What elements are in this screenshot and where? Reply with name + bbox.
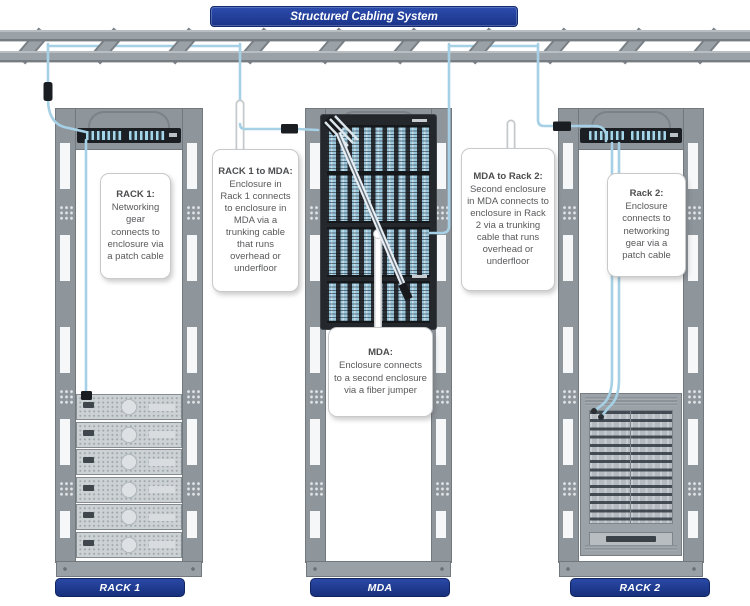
server-led [83, 429, 94, 436]
mda-base [306, 561, 451, 577]
callout-heading: RACK 1 to MDA: [218, 165, 293, 177]
callout-rack1-to-mda: RACK 1 to MDA: Enclosure in Rack 1 conne… [212, 149, 299, 292]
vent-dots [58, 480, 73, 496]
callout-heading: MDA to Rack 2: [473, 170, 543, 182]
vent-dots [58, 388, 73, 404]
rack1-right-post [182, 108, 203, 563]
callout-body: Second enclosure in MDA connects to encl… [467, 183, 549, 268]
server-led [83, 539, 94, 546]
rack1-base [56, 561, 202, 577]
callout-heading: MDA: [368, 347, 393, 359]
fiber-port-group [129, 131, 165, 140]
server-unit [76, 421, 182, 448]
enclosure-label-chip [412, 275, 427, 278]
rack1-left-post [55, 108, 76, 563]
callout-rack2: Rack 2: Enclosure connects to networking… [607, 173, 686, 277]
fiber-module-row [327, 173, 430, 223]
callout-body: Networking gear connects to enclosure vi… [107, 202, 164, 262]
server-led [83, 484, 94, 491]
callout-heading: Rack 2: [629, 188, 664, 200]
vent-dots [308, 480, 323, 496]
fiber-port-group [86, 131, 122, 140]
fiber-port-group [631, 131, 666, 140]
diagram-title: Structured Cabling System [210, 6, 518, 27]
mda-nameplate: MDA [310, 578, 450, 597]
fiber-module-row [327, 125, 430, 173]
enclosure-label-chip [412, 119, 427, 122]
fiber-port-group [589, 131, 624, 140]
rack2-fiber-enclosure-panel [580, 128, 682, 143]
mda-fiber-enclosure [320, 114, 437, 330]
rack2-base [559, 561, 703, 577]
chassis-ridges [585, 545, 677, 551]
vent-dots [561, 388, 576, 404]
callout-mda-to-rack2: MDA to Rack 2: Second enclosure in MDA c… [461, 148, 555, 291]
vent-dots [434, 480, 449, 496]
vent-dots [686, 204, 701, 220]
chassis-bottom-unit [589, 532, 673, 546]
rack1-networking-gear-stack [76, 394, 182, 559]
rack2-nameplate: RACK 2 [570, 578, 710, 597]
fiber-module-row [327, 227, 430, 277]
rack2-left-post [558, 108, 579, 563]
callout-body: Enclosure in Rack 1 connects to enclosur… [220, 178, 291, 275]
vent-dots [308, 204, 323, 220]
vent-dots [434, 388, 449, 404]
vent-dots [686, 388, 701, 404]
server-led [83, 512, 94, 518]
rack-1-frame [55, 108, 203, 577]
callout-heading: RACK 1: [116, 189, 155, 201]
callout-mda: MDA: Enclosure connects to a second encl… [328, 327, 433, 417]
vent-dots [561, 204, 576, 220]
rack2-right-post [683, 108, 704, 563]
rack2-networking-gear-chassis [580, 393, 682, 556]
vent-dots [185, 480, 200, 496]
vent-dots [58, 204, 73, 220]
line-card-group [630, 410, 673, 524]
rack-2-frame [558, 108, 704, 577]
callout-body: Enclosure connects to a second enclosure… [334, 360, 427, 396]
vent-dots [308, 388, 323, 404]
vent-dots [686, 480, 701, 496]
server-led [83, 402, 94, 408]
cable-tray-rungs [14, 27, 725, 65]
callout-rack1: RACK 1: Networking gear connects to encl… [100, 173, 171, 279]
server-unit [76, 504, 182, 530]
vent-dots [185, 204, 200, 220]
server-unit [76, 531, 182, 558]
vent-dots [185, 388, 200, 404]
server-led [83, 457, 94, 463]
server-unit [76, 476, 182, 503]
vent-dots [561, 480, 576, 496]
server-unit [76, 449, 182, 475]
callout-body: Enclosure connects to networking gear vi… [622, 201, 671, 261]
rack1-nameplate: RACK 1 [55, 578, 185, 597]
server-unit [76, 394, 182, 420]
fiber-module-row [327, 281, 430, 323]
line-card-group [589, 410, 632, 524]
cable-tray-rails [0, 30, 750, 63]
rack1-fiber-enclosure-panel [77, 128, 181, 143]
